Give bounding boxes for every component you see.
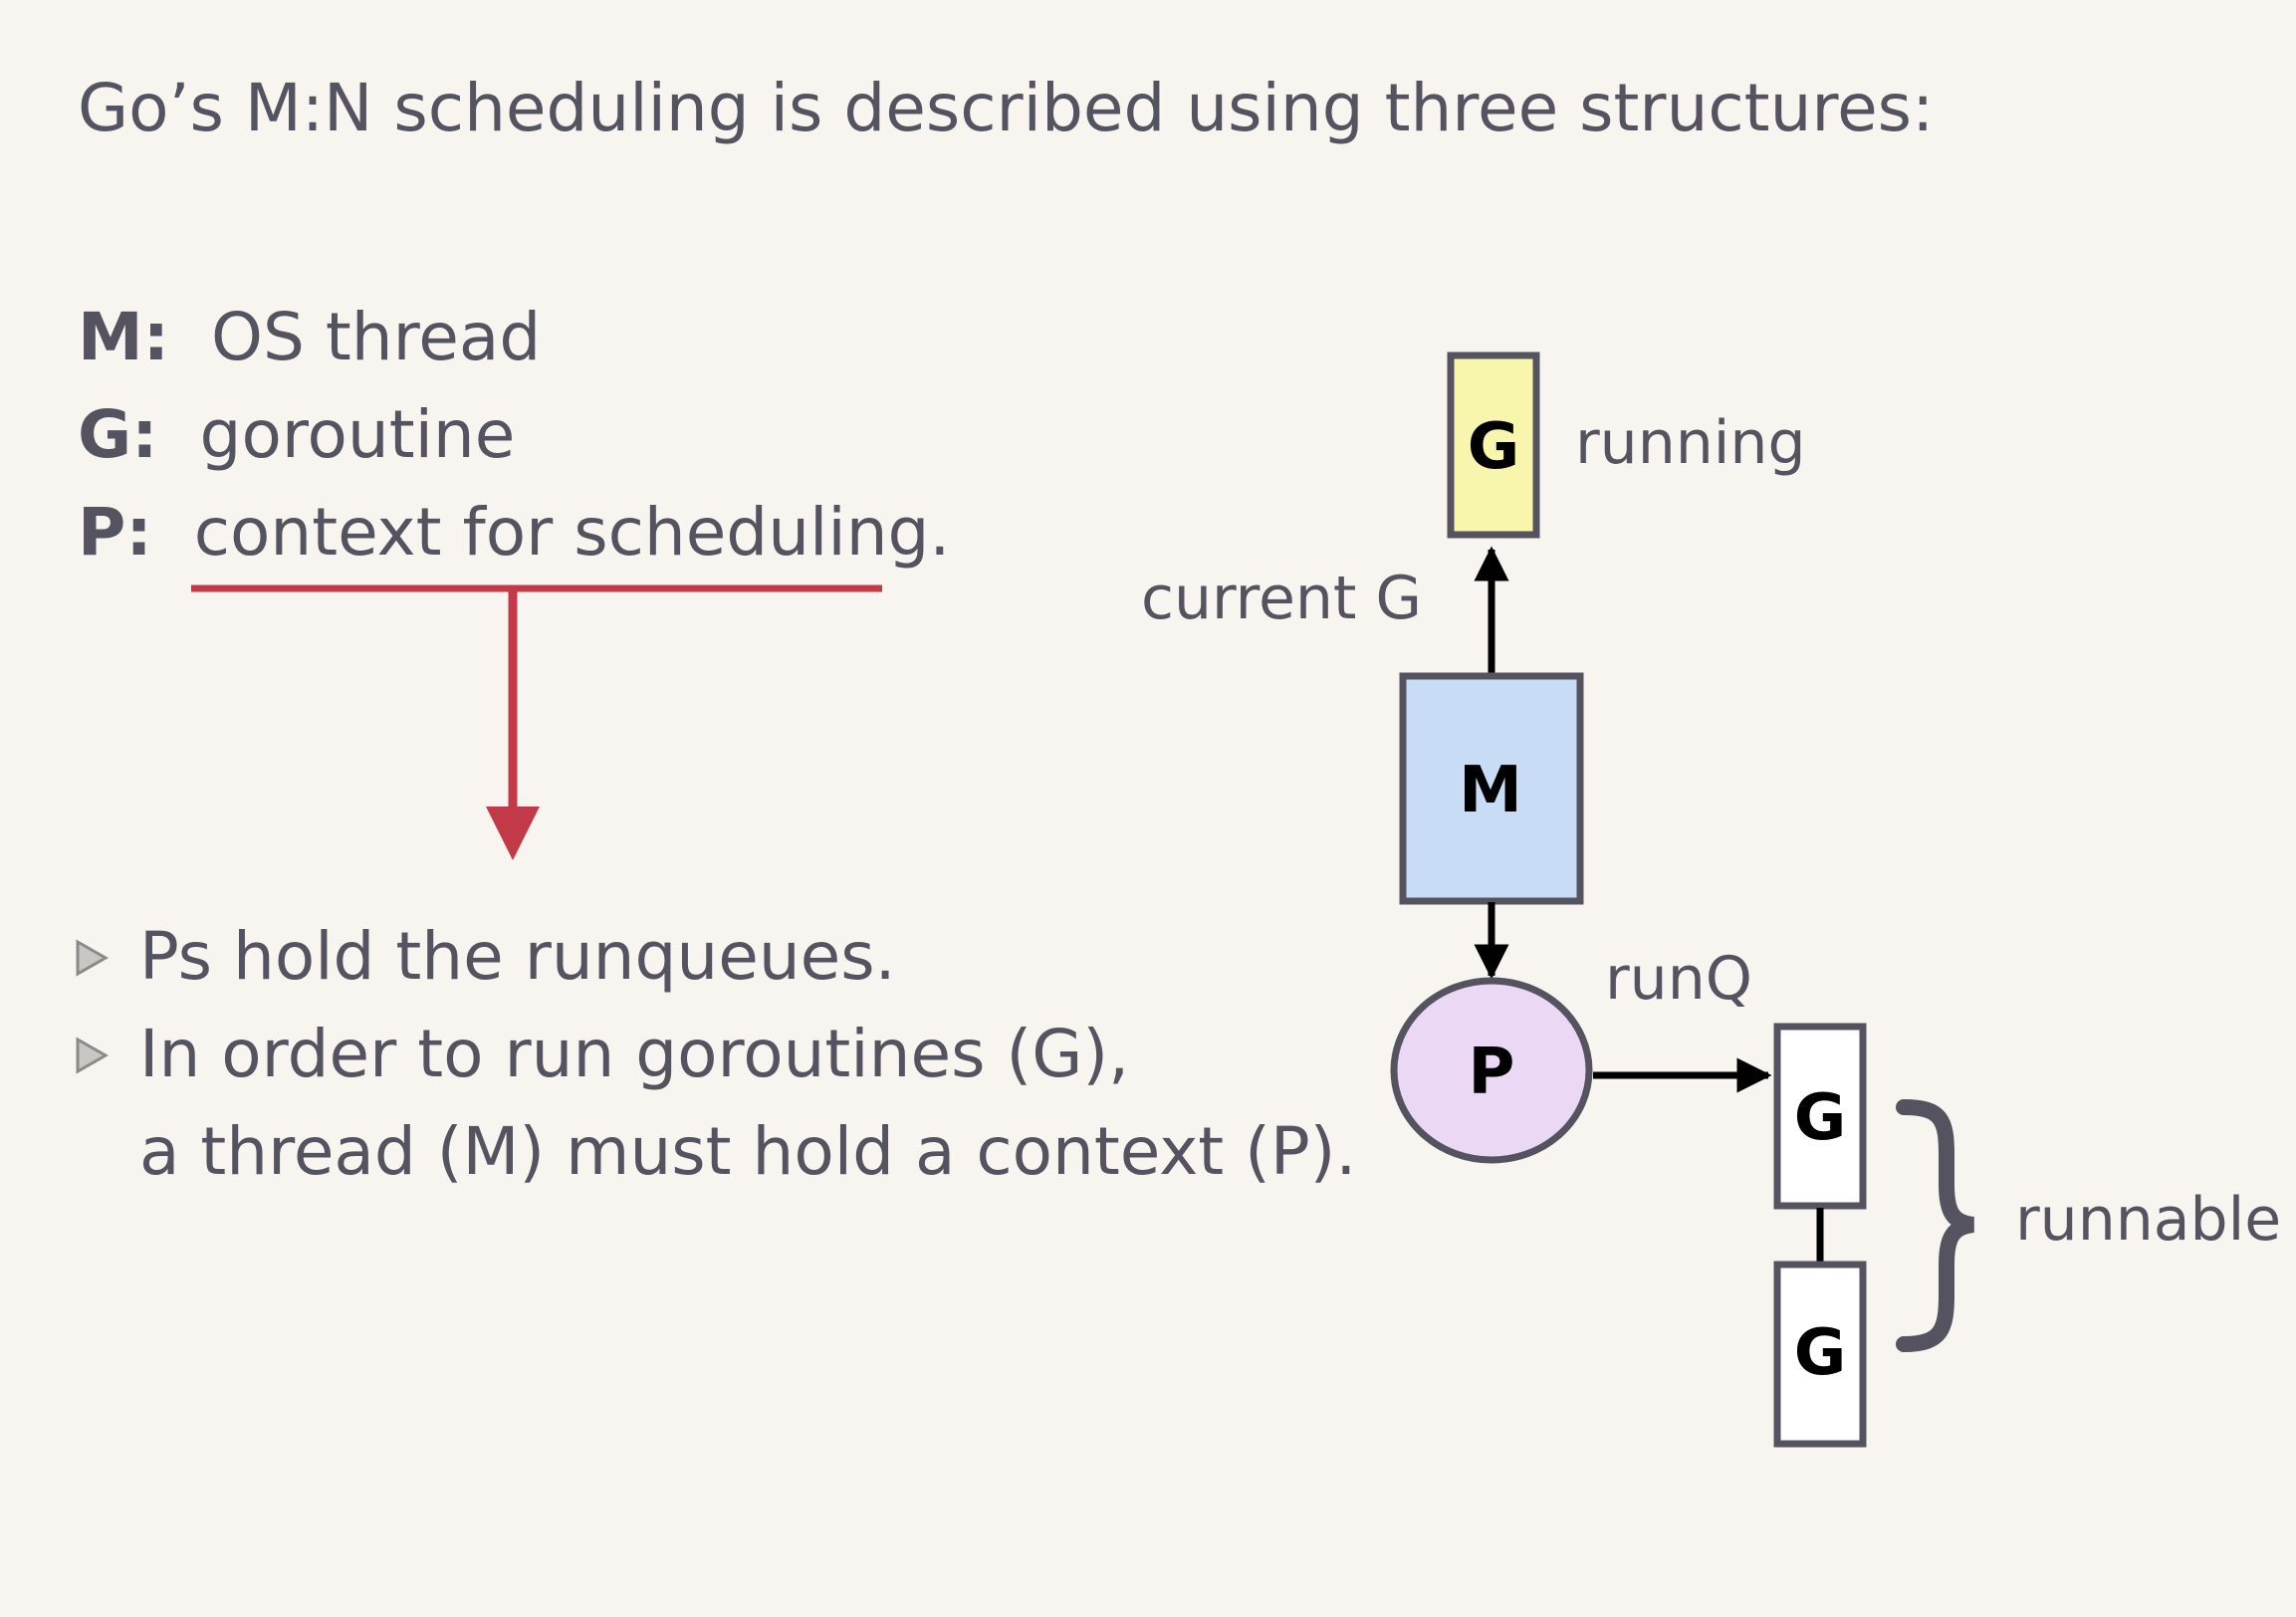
definition-term: G:	[78, 396, 158, 473]
running-label: running	[1575, 408, 1806, 478]
m-thread-label: M	[1459, 754, 1522, 827]
runnable-brace-icon	[1896, 1099, 1975, 1352]
running-goroutine-label: G	[1468, 410, 1520, 484]
runnable-goroutine-box	[1773, 1261, 1867, 1448]
m-thread-box	[1399, 672, 1584, 905]
runq-label: runQ	[1605, 944, 1752, 1014]
definition-m: M: OS thread	[78, 299, 541, 375]
definition-g: G: goroutine	[78, 396, 515, 473]
red-emphasis-arrow	[191, 584, 882, 860]
definition-desc: OS thread	[211, 299, 542, 375]
runnable-goroutine-box	[1773, 1023, 1867, 1210]
definition-desc: context for scheduling.	[193, 494, 951, 571]
bullet-run-goroutines: In order to run goroutines (G),	[139, 1016, 1130, 1092]
definition-p: P: context for scheduling.	[78, 494, 950, 571]
definition-desc: goroutine	[199, 396, 516, 473]
running-goroutine-box	[1447, 351, 1540, 539]
runnable-goroutine-label: G	[1794, 1081, 1847, 1155]
definition-term: M:	[78, 299, 170, 375]
runnable-label: runnable	[2015, 1185, 2282, 1255]
bullet-runqueues: Ps hold the runqueues.	[139, 918, 896, 995]
current-g-label: current G	[1141, 564, 1423, 633]
p-context-label: P	[1469, 1036, 1515, 1109]
runnable-goroutine-label: G	[1794, 1316, 1847, 1390]
heading: Go’s M:N scheduling is described using t…	[78, 70, 1935, 146]
p-context-circle	[1390, 977, 1593, 1164]
definition-term: P:	[78, 494, 152, 571]
bullet-run-goroutines-continued: a thread (M) must hold a context (P).	[139, 1113, 1357, 1190]
red-arrow-head	[486, 807, 540, 860]
triangle-bullet-icon	[76, 1037, 110, 1074]
triangle-bullet-icon	[76, 939, 110, 977]
